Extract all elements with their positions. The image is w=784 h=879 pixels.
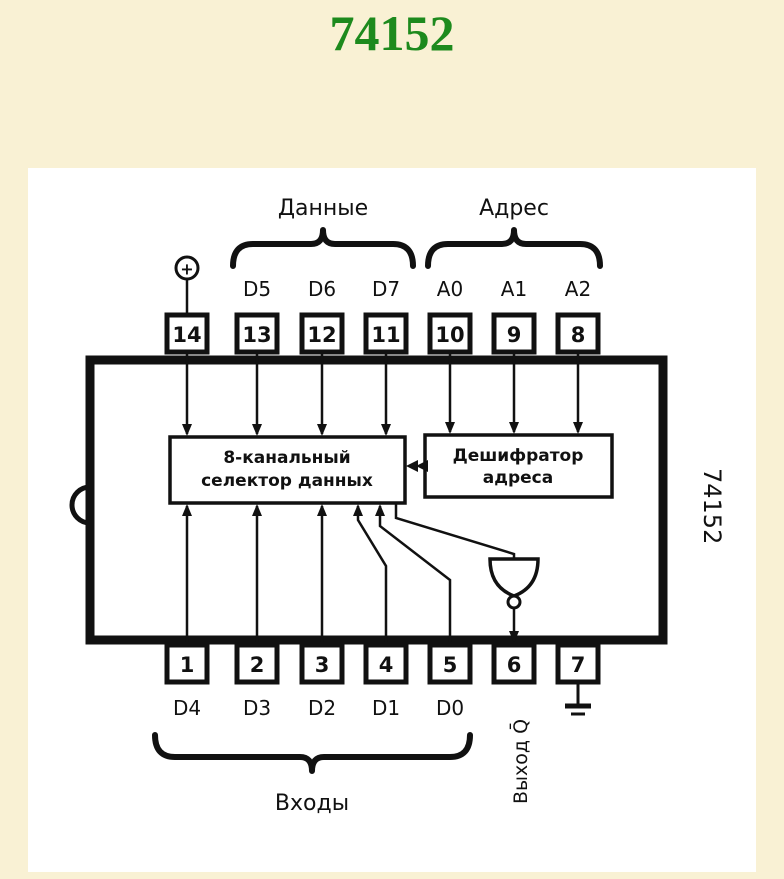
- wire: [375, 504, 452, 645]
- pin-label: A1: [501, 277, 527, 301]
- bottom-pin-labels: D4 D3 D2 D1 D0: [173, 696, 464, 720]
- top-braces: [230, 227, 603, 269]
- address-group-label: Адрес: [479, 196, 549, 221]
- pin-square: [299, 642, 345, 685]
- chip-side-label: 74152: [698, 468, 726, 544]
- brace-address: [425, 227, 603, 269]
- arrowhead-left-icon: [406, 460, 418, 472]
- pin-label: A0: [437, 277, 463, 301]
- pin-number: 2: [250, 653, 265, 677]
- pin-square: [427, 642, 473, 685]
- top-pin-squares: [164, 312, 601, 355]
- selector-block-line2: селектор данных: [201, 471, 373, 491]
- pin-square: [234, 312, 280, 355]
- diagram-panel: Данные Адрес D5 D6 D7 A0 A1 A2 + 74152 8…: [28, 168, 756, 872]
- pin-square: [555, 312, 601, 355]
- pin-label: D2: [308, 696, 336, 720]
- decoder-block-line1: Дешифратор: [453, 446, 584, 466]
- pin-number: 5: [443, 653, 458, 677]
- pin-number: 3: [315, 653, 330, 677]
- pin-number: 14: [172, 323, 201, 347]
- pin-number: 4: [379, 653, 394, 677]
- pin-label: D5: [243, 277, 271, 301]
- gate-bubble: [506, 594, 522, 610]
- pin-square: [363, 642, 409, 685]
- pin-number: 13: [242, 323, 271, 347]
- data-group-label: Данные: [278, 196, 368, 221]
- bottom-wires: [182, 503, 519, 645]
- top-wires: [182, 352, 583, 436]
- decoder-block-line2: адреса: [483, 468, 553, 488]
- output-label: Выход Q̄: [508, 719, 532, 804]
- pin-label: D7: [372, 277, 400, 301]
- pin-square: [234, 642, 280, 685]
- bottom-pin-numbers: 1 2 3 4 5 6 7: [180, 653, 586, 677]
- pin-label: D0: [436, 696, 464, 720]
- power-plus: +: [180, 260, 193, 279]
- pin-number: 1: [180, 653, 195, 677]
- brace-data: [230, 227, 416, 269]
- ground-icon: [565, 682, 591, 716]
- pin-square: [491, 642, 537, 685]
- pin-label: D1: [372, 696, 400, 720]
- pin-square: [164, 312, 210, 355]
- pin-number: 10: [435, 323, 464, 347]
- pin-square: [299, 312, 345, 355]
- page-title: 74152: [329, 5, 455, 61]
- pin-square: [164, 642, 210, 685]
- pin-label: D3: [243, 696, 271, 720]
- selector-block: [168, 435, 407, 505]
- pin-number: 9: [507, 323, 522, 347]
- pin-number: 8: [571, 323, 586, 347]
- pin-square: [491, 312, 537, 355]
- power-icon: +: [174, 255, 200, 315]
- top-pin-numbers: 14 13 12 11 10 9 8: [172, 323, 585, 347]
- decoder-to-selector-arrows: [406, 460, 428, 472]
- pin-label: D4: [173, 696, 201, 720]
- pin-number: 11: [371, 323, 400, 347]
- pin-square: [427, 312, 473, 355]
- pin-label: A2: [565, 277, 591, 301]
- arrowhead-left-icon: [416, 460, 428, 472]
- pin-square: [363, 312, 409, 355]
- pin-number: 12: [307, 323, 336, 347]
- top-pin-labels: D5 D6 D7 A0 A1 A2: [243, 277, 591, 301]
- inverter-gate-icon: [488, 557, 540, 610]
- wire: [394, 503, 516, 559]
- bottom-pin-squares: [164, 642, 601, 685]
- pin-label: D6: [308, 277, 336, 301]
- pin-number: 7: [571, 653, 586, 677]
- inputs-group-label: Входы: [275, 791, 349, 816]
- brace-inputs: [152, 732, 473, 774]
- wire: [353, 504, 388, 645]
- pin-number: 6: [507, 653, 522, 677]
- pinout-diagram: Данные Адрес D5 D6 D7 A0 A1 A2 + 74152 8…: [28, 168, 756, 872]
- selector-block-line1: 8-канальный: [223, 448, 350, 468]
